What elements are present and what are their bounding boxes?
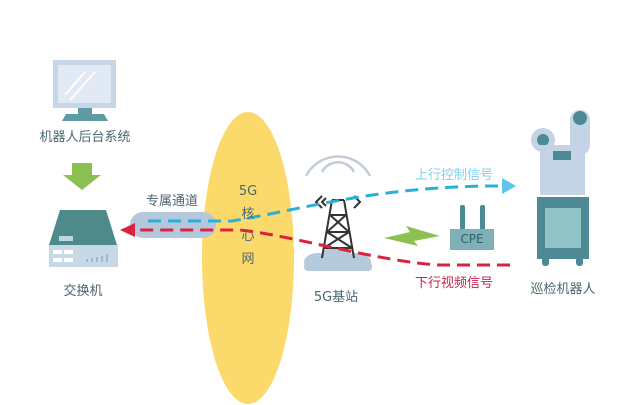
- monitor-icon: [53, 60, 116, 121]
- downlink-arrowhead: [120, 223, 135, 237]
- down-arrow-icon: [63, 163, 101, 190]
- backend-system-label: 机器人后台系统: [39, 130, 131, 145]
- uplink-arrowhead: [502, 178, 516, 194]
- robot-icon: [531, 110, 590, 266]
- switch-icon: [49, 210, 118, 267]
- dedicated-channel-pill: [130, 212, 216, 238]
- cloud-base: [304, 247, 372, 271]
- robot-label: 巡检机器人: [530, 282, 596, 297]
- dedicated-channel-label: 专属通道: [145, 194, 199, 209]
- uplink-signal-line: [148, 184, 506, 223]
- lightning-icon: [384, 226, 440, 246]
- downlink-label: 下行视频信号: [414, 276, 494, 291]
- downlink-signal-line: [132, 228, 510, 267]
- cpe-icon: [450, 205, 494, 250]
- core-char-1: 核: [241, 207, 255, 222]
- uplink-label: 上行控制信号: [414, 168, 494, 183]
- base-station-label: 5G基站: [313, 290, 359, 305]
- switch-label: 交换机: [63, 284, 103, 299]
- cpe-label: CPE: [460, 232, 484, 246]
- core-network-ellipse: [202, 112, 294, 404]
- core-char-3: 网: [241, 252, 255, 267]
- tower-icon: [314, 195, 362, 259]
- wifi-icon: [304, 155, 372, 177]
- core-char-2: 心: [241, 229, 255, 244]
- core-5g-label: 5G: [238, 184, 258, 199]
